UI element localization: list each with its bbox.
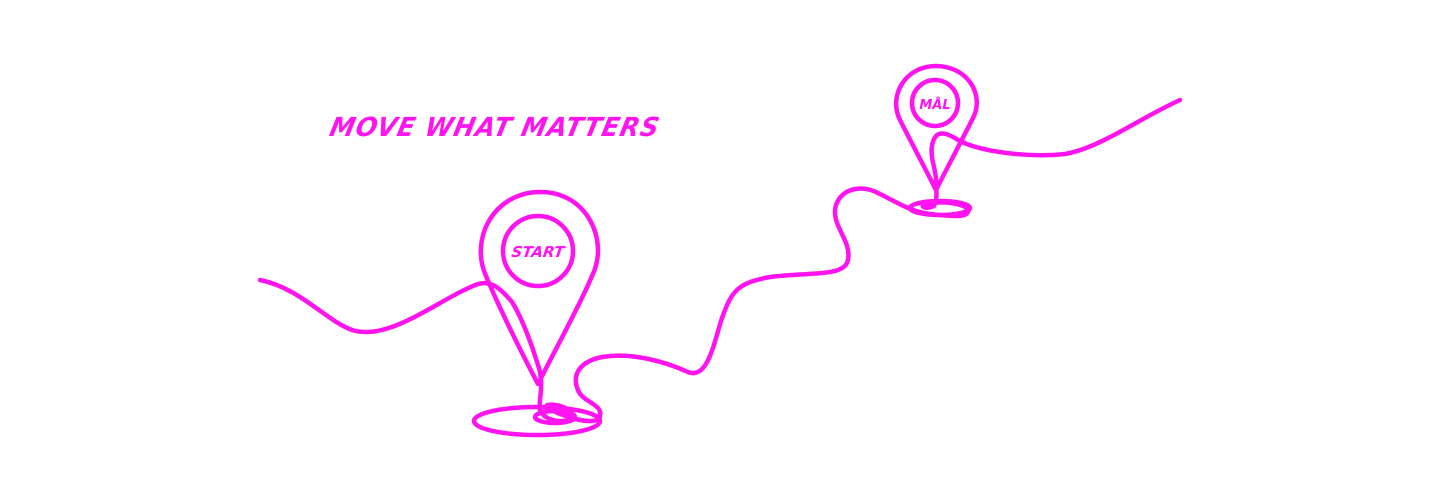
route-line [257, 97, 1183, 424]
start-pin-outline [478, 189, 601, 387]
goal-pin-outline [893, 63, 979, 193]
tagline: MOVE WHAT MATTERS [326, 111, 663, 143]
start-pin-inner-ring [500, 213, 576, 289]
goal-pin-inner-ring [909, 77, 961, 129]
goal-label: MÅL [919, 97, 950, 113]
start-pin-base-inner [532, 408, 578, 426]
start-label: START [510, 243, 567, 261]
goal-pin-base [907, 198, 973, 218]
start-pin-base [471, 404, 603, 438]
